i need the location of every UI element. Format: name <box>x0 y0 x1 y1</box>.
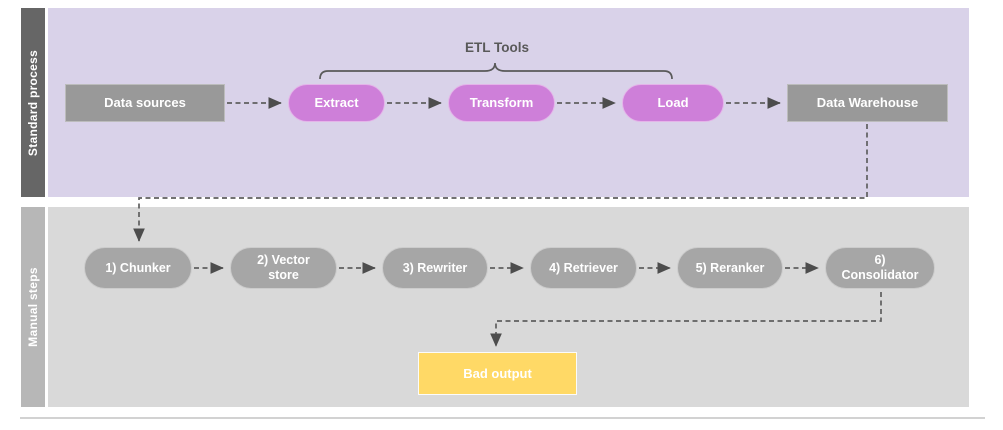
node-reranker: 5) Reranker <box>677 247 783 289</box>
etl-tools-label: ETL Tools <box>465 40 529 55</box>
node-data-sources: Data sources <box>65 84 225 122</box>
node-consolidator: 6) Consolidator <box>825 247 935 289</box>
node-transform: Transform <box>448 84 555 122</box>
bottom-divider-line <box>20 417 985 419</box>
node-load: Load <box>622 84 724 122</box>
node-vector-store: 2) Vector store <box>230 247 337 289</box>
node-bad-output: Bad output <box>418 352 577 395</box>
node-data-warehouse: Data Warehouse <box>787 84 948 122</box>
node-retriever: 4) Retriever <box>530 247 637 289</box>
lane-label-manual-steps-text: Manual steps <box>26 267 40 347</box>
lane-label-manual-steps: Manual steps <box>21 207 45 407</box>
lane-label-standard-process: Standard process <box>21 8 45 197</box>
node-rewriter: 3) Rewriter <box>382 247 488 289</box>
node-extract: Extract <box>288 84 385 122</box>
node-chunker: 1) Chunker <box>84 247 192 289</box>
lane-label-standard-process-text: Standard process <box>26 49 41 156</box>
